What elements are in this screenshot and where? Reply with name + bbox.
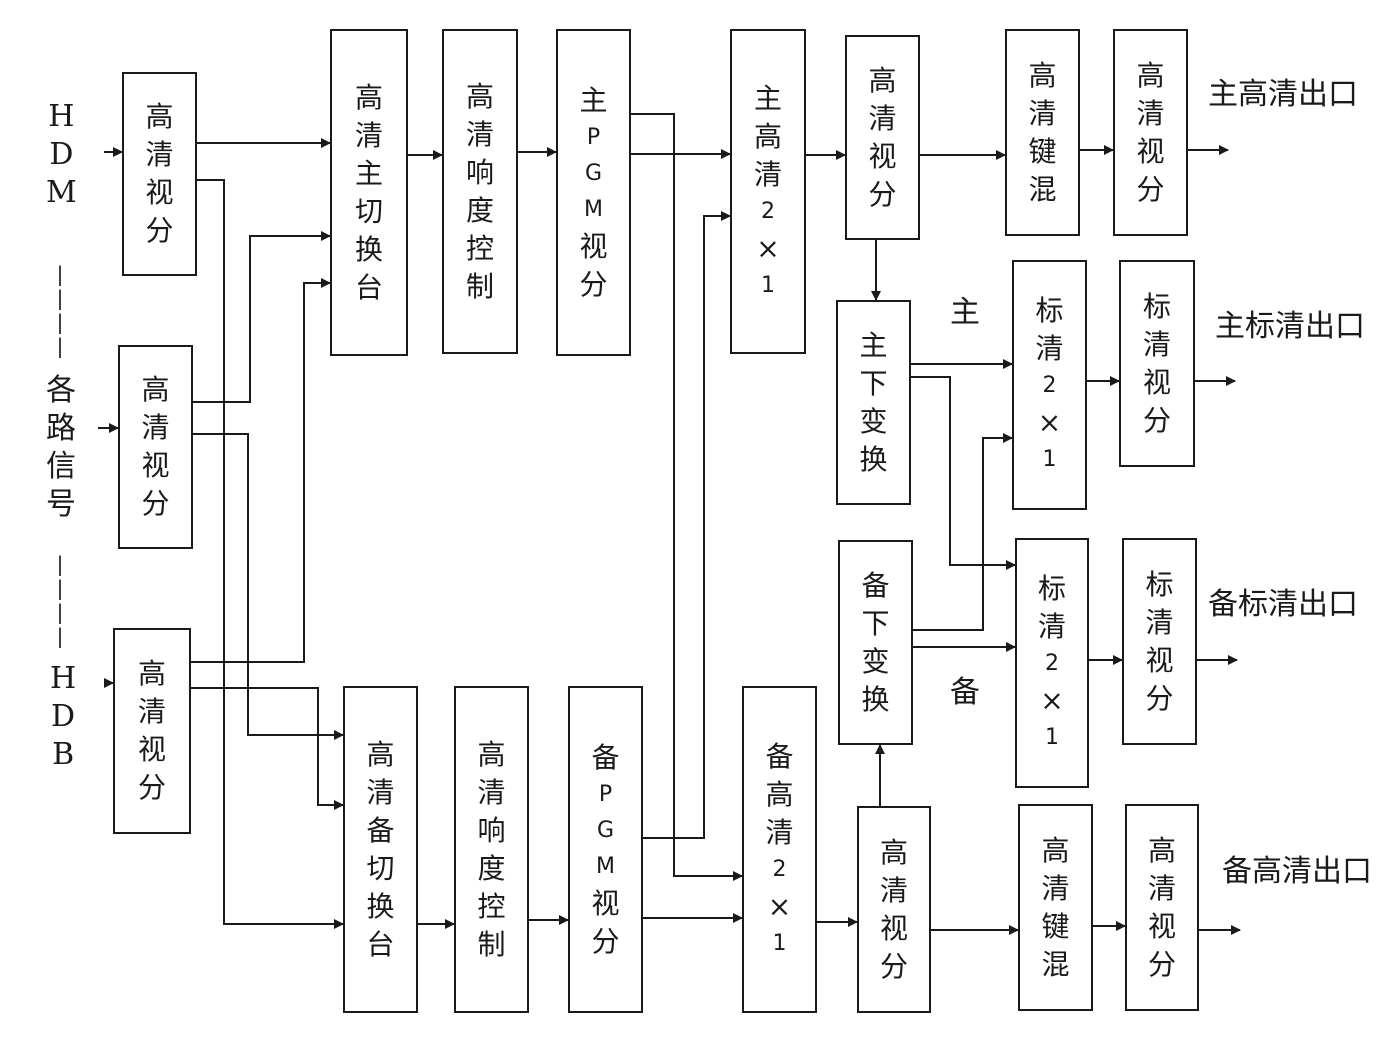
input-divider-top: |||| [54, 262, 67, 358]
backup-hd-output-splitter: 高清视分 [1125, 804, 1199, 1011]
backup-path-tag: 备 [950, 675, 980, 710]
input-all-signals-label: 各路信号 [46, 373, 76, 522]
main-hd-switcher: 高清主切换台 [330, 29, 408, 356]
main-hd-splitter: 高清视分 [845, 35, 920, 240]
main-loudness-control: 高清响度控制 [442, 29, 518, 354]
main-sd-splitter: 标清视分 [1119, 260, 1195, 467]
backup-hd-keyer: 高清键混 [1018, 804, 1093, 1011]
main-sd-output-label: 主标清出口 [1215, 309, 1365, 344]
hd-splitter-top: 高清视分 [122, 72, 197, 276]
backup-loudness-control: 高清响度控制 [454, 686, 529, 1013]
backup-down-converter: 备下变换 [838, 540, 913, 745]
backup-sd-splitter: 标清视分 [1122, 538, 1197, 745]
backup-hd-switcher: 高清备切换台 [343, 686, 418, 1013]
backup-hd-output-label: 备高清出口 [1222, 854, 1372, 889]
main-hd-keyer: 高清键混 [1005, 29, 1080, 236]
hd-splitter-bottom: 高清视分 [113, 628, 191, 834]
backup-hd-splitter: 高清视分 [857, 806, 931, 1013]
main-hd-output-splitter: 高清视分 [1113, 29, 1188, 236]
hd-splitter-mid: 高清视分 [118, 345, 193, 549]
main-path-tag: 主 [950, 295, 980, 330]
backup-sd-output-label: 备标清出口 [1208, 587, 1358, 622]
input-divider-bottom: |||| [54, 552, 67, 648]
main-down-converter: 主下变换 [836, 300, 911, 505]
main-hd-output-label: 主高清出口 [1208, 77, 1358, 112]
